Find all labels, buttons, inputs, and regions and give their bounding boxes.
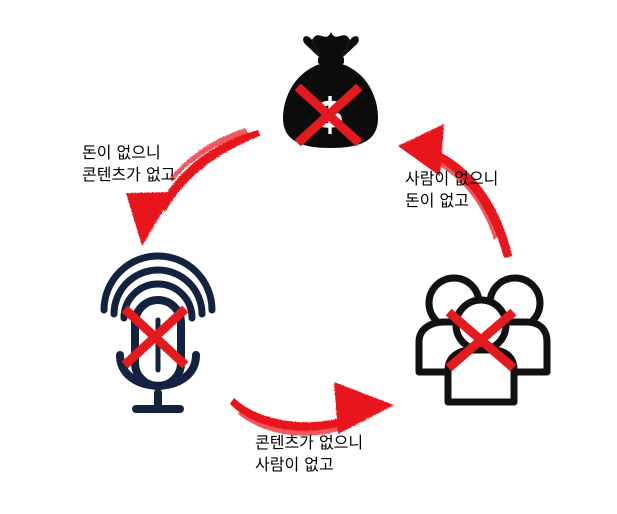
arrow-money-to-content bbox=[126, 128, 260, 246]
label-content-to-people-line2: 사람이 없고 bbox=[255, 455, 334, 474]
label-people-to-money-line1: 사람이 없으니 bbox=[405, 169, 499, 188]
label-money-to-content-line2: 콘텐츠가 없고 bbox=[82, 165, 176, 184]
label-money-to-content: 돈이 없으니 콘텐츠가 없고 bbox=[82, 142, 175, 186]
label-content-to-people: 콘텐츠가 없으니 사람이 없고 bbox=[255, 432, 363, 476]
label-people-to-money-line2: 돈이 없고 bbox=[405, 191, 469, 210]
label-content-to-people-line1: 콘텐츠가 없으니 bbox=[255, 433, 364, 452]
people-cross-icon bbox=[445, 308, 517, 372]
label-people-to-money: 사람이 없으니 돈이 없고 bbox=[405, 168, 498, 212]
label-money-to-content-line1: 돈이 없으니 bbox=[82, 143, 161, 162]
microphone-cross-icon bbox=[121, 305, 189, 369]
arrow-people-to-money bbox=[398, 124, 512, 258]
arrow-content-to-people bbox=[230, 382, 394, 436]
money-cross-icon bbox=[294, 83, 363, 147]
microphone-icon bbox=[100, 252, 216, 413]
